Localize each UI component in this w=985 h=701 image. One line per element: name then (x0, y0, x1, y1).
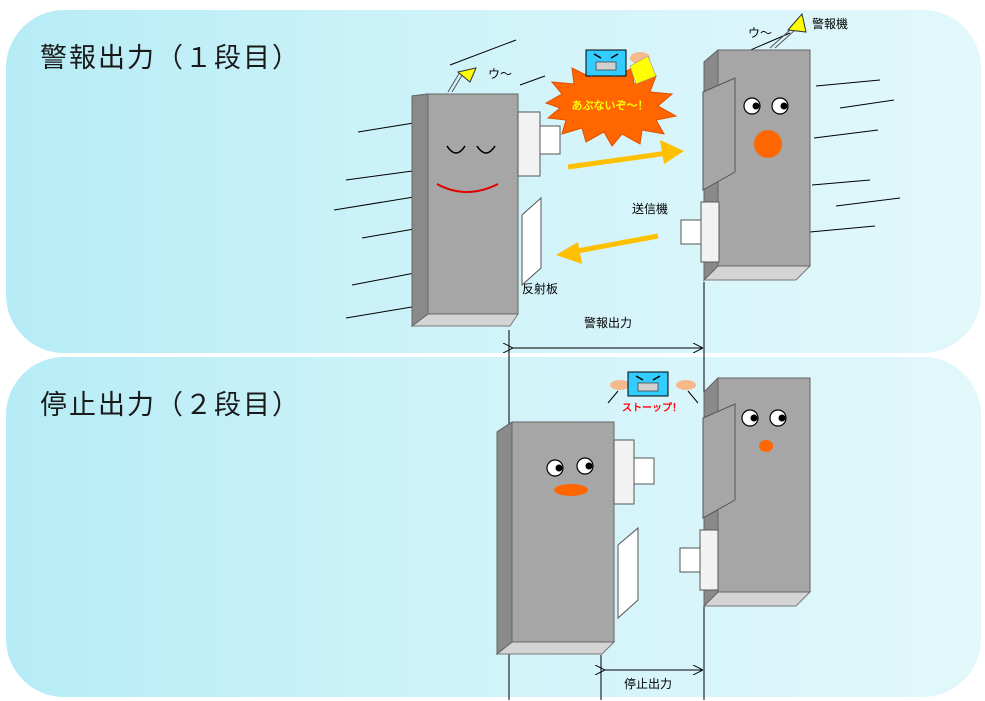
open-mouth (754, 130, 782, 158)
eye-icon (741, 409, 759, 427)
small-mouth (759, 440, 773, 452)
reflector-label: 反射板 (522, 281, 558, 296)
closed-eye-icon (446, 145, 466, 154)
mouth (554, 484, 588, 496)
closed-eye-icon (476, 145, 496, 154)
eye-icon (743, 97, 761, 115)
alarm-output-label: 警報出力 (584, 315, 632, 330)
eye-icon (769, 409, 787, 427)
signal-arrow-send (567, 140, 684, 170)
vehicle-alarm-bottom (679, 376, 812, 608)
reflector-plate (521, 196, 542, 287)
transmitter (700, 201, 720, 263)
vehicle-reflector-bottom (495, 421, 655, 656)
burst-shape (544, 63, 678, 147)
siren-sound-right: ウ～ (748, 26, 772, 40)
motion-lines-left (333, 39, 546, 319)
signal-arrow-return (556, 233, 659, 264)
device-body (427, 93, 519, 315)
alarm-siren-icon (786, 12, 807, 33)
transmitter-label: 送信機 (632, 201, 668, 216)
stop-output-heading: 停止出力（２段目） (40, 390, 301, 421)
stop-output-label: 停止出力 (624, 676, 672, 691)
danger-bubble-text: あぶないぞ～！ (572, 99, 649, 112)
danger-callout: あぶないぞ～！ (544, 49, 678, 147)
stop-callout: ストーップ！ (607, 371, 699, 414)
stop-output-panel (6, 357, 981, 697)
siren-icon (456, 67, 477, 83)
vehicle-reflector-top (410, 67, 561, 327)
eye-icon (771, 97, 789, 115)
smile-mouth (436, 183, 499, 193)
vehicle-alarm-top (680, 12, 812, 282)
alarm-output-heading: 警報出力（１段目） (40, 43, 301, 74)
stop-bubble-text: ストーップ！ (622, 401, 682, 414)
eye-icon (546, 459, 564, 477)
eye-icon (576, 457, 594, 475)
siren-sound-left: ウ～ (488, 67, 512, 81)
alarm-device-label: 警報機 (812, 16, 848, 31)
